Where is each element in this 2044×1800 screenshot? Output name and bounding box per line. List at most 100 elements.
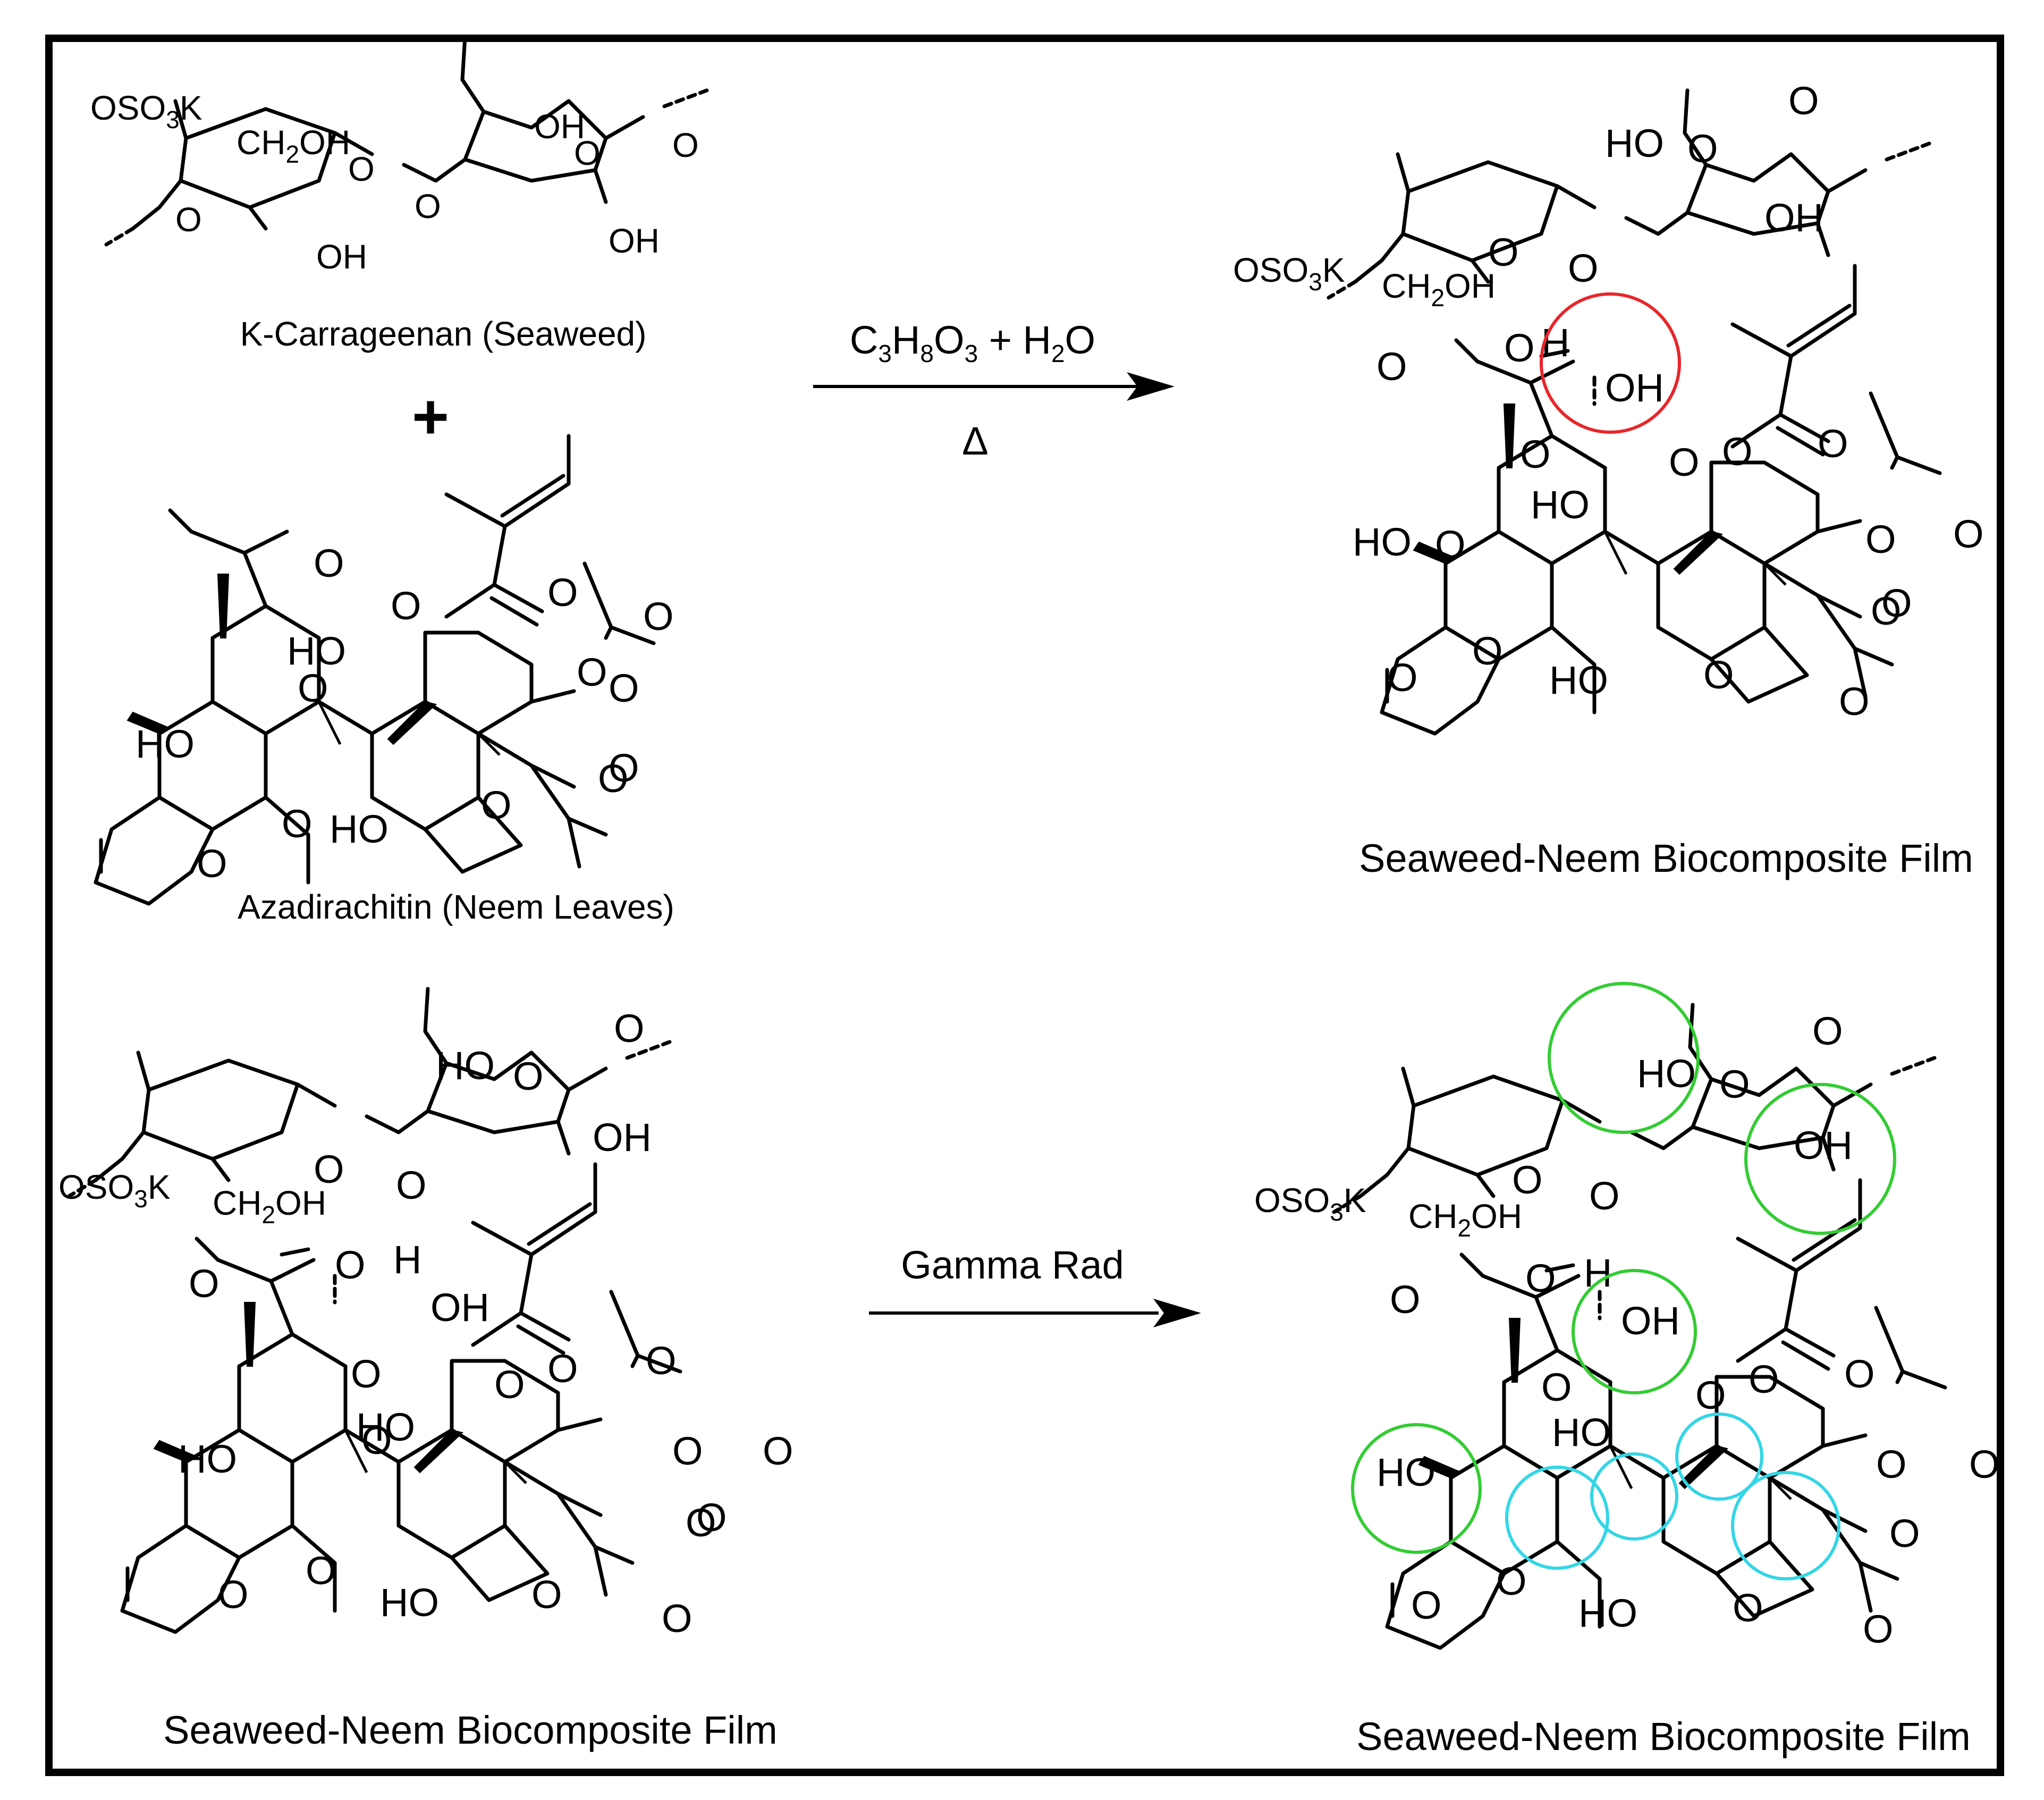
svg-text:O: O — [1722, 430, 1753, 474]
svg-text:O: O — [1687, 127, 1718, 171]
svg-text:O: O — [1435, 523, 1466, 567]
svg-text:OSO3K: OSO3K — [1233, 251, 1345, 296]
svg-text:O: O — [1390, 1277, 1421, 1322]
svg-text:O: O — [1669, 440, 1700, 484]
svg-text:OH: OH — [430, 1285, 489, 1330]
biocomposite-bottom-left-atom-labels: OSO3K CH2OH HO O O OH O O O O H OH O O O… — [58, 1006, 793, 1641]
svg-text:O: O — [1568, 246, 1599, 290]
cyan-site-circle — [1731, 1471, 1840, 1580]
svg-text:OSO3K: OSO3K — [1254, 1181, 1366, 1226]
svg-text:O: O — [391, 584, 421, 628]
svg-text:O: O — [1541, 1365, 1572, 1409]
film-caption-bottom-left: Seaweed-Neem Biocomposite Film — [163, 1708, 778, 1752]
svg-text:CH2OH: CH2OH — [1382, 267, 1496, 312]
green-site-circle — [1744, 1083, 1896, 1235]
carrageenan-caption: K-Carrageenan (Seaweed) — [240, 315, 647, 353]
svg-text:O: O — [415, 187, 441, 225]
svg-text:CH2OH: CH2OH — [1408, 1197, 1522, 1242]
svg-text:HO: HO — [1376, 1450, 1435, 1494]
film-caption-bottom-right: Seaweed-Neem Biocomposite Film — [1356, 1714, 1971, 1759]
svg-text:O: O — [686, 1501, 716, 1545]
svg-text:OH: OH — [1605, 366, 1664, 410]
figure-frame — [45, 35, 2004, 1776]
svg-text:O: O — [335, 1243, 366, 1287]
svg-text:O: O — [396, 1163, 427, 1207]
hydrogen-bond-highlight-circle — [1540, 292, 1681, 434]
svg-text:O: O — [1953, 512, 1984, 556]
azadirachtin-caption: Azadirachitin (Neem Leaves) — [238, 888, 674, 926]
svg-text:O: O — [646, 1339, 677, 1383]
radiation-site-highlights — [1351, 982, 1896, 1580]
svg-text:OH: OH — [534, 107, 585, 146]
svg-text:HO: HO — [1552, 1410, 1611, 1454]
biocomposite-structure-bottom-left — [69, 989, 680, 1632]
svg-text:O: O — [672, 1429, 703, 1473]
svg-text:O: O — [481, 783, 512, 827]
svg-text:O: O — [298, 666, 328, 710]
biocomposite-bottom-right-atom-labels: OSO3K CH2OH HO O O OH O O O O H OH O O O… — [1254, 1009, 2000, 1651]
svg-text:O: O — [1703, 653, 1734, 697]
green-site-circle — [1548, 982, 1700, 1134]
svg-text:O: O — [1719, 1062, 1750, 1106]
carrageenan-atom-labels: OSO3K CH2OH O O OH O OH O O OH — [90, 89, 699, 276]
svg-text:O: O — [1525, 1256, 1556, 1300]
svg-text:O: O — [1472, 629, 1503, 673]
svg-text:O: O — [1969, 1442, 2000, 1486]
azadirachtin-atom-labels: O O O HO O O O O HO O O HO O O O — [136, 541, 674, 886]
reagent-glycerol-water: C3H8O3 + H2O — [850, 318, 1095, 367]
svg-text:O: O — [547, 1347, 578, 1391]
svg-text:O: O — [513, 1054, 544, 1098]
reagent-gamma-radiation: Gamma Rad — [901, 1243, 1124, 1287]
svg-text:O: O — [218, 1572, 249, 1617]
svg-text:O: O — [361, 1418, 392, 1462]
svg-text:H: H — [393, 1238, 421, 1282]
svg-text:OH: OH — [1794, 1123, 1853, 1167]
svg-text:O: O — [1733, 1586, 1763, 1630]
svg-text:O: O — [598, 756, 629, 801]
svg-text:HO: HO — [356, 1405, 415, 1449]
svg-text:O: O — [1839, 679, 1870, 724]
svg-text:O: O — [643, 594, 674, 638]
svg-text:O: O — [1496, 1559, 1527, 1603]
svg-text:HO: HO — [1578, 1591, 1637, 1635]
svg-text:OH: OH — [609, 222, 660, 260]
svg-text:H: H — [1584, 1251, 1612, 1295]
svg-text:O: O — [1387, 655, 1418, 700]
svg-text:O: O — [531, 1572, 562, 1617]
svg-text:O: O — [314, 1147, 344, 1191]
svg-text:O: O — [1889, 1511, 1920, 1555]
svg-text:O: O — [696, 1495, 727, 1540]
svg-text:HO: HO — [1531, 483, 1590, 527]
svg-text:O: O — [1589, 1174, 1620, 1218]
svg-text:O: O — [1512, 1158, 1543, 1202]
svg-text:O: O — [1812, 1009, 1843, 1053]
svg-text:HO: HO — [136, 722, 195, 766]
biocomposite-structure-top-right — [1329, 90, 1940, 734]
svg-text:O: O — [1881, 581, 1912, 625]
svg-text:O: O — [547, 570, 578, 615]
svg-text:O: O — [314, 541, 344, 585]
svg-text:O: O — [1376, 344, 1407, 389]
svg-text:OH: OH — [593, 1115, 652, 1159]
svg-text:O: O — [1788, 79, 1819, 123]
cyan-site-circle — [1590, 1452, 1678, 1541]
cyan-site-circle — [1675, 1412, 1763, 1501]
svg-text:O: O — [189, 1261, 219, 1306]
film-caption-top-right: Seaweed-Neem Biocomposite Film — [1359, 836, 1973, 880]
svg-text:O: O — [574, 134, 601, 172]
svg-text:CH2OH: CH2OH — [237, 123, 350, 168]
svg-text:O: O — [348, 150, 375, 188]
plus-sign: + — [412, 381, 449, 452]
svg-text:O: O — [614, 1006, 645, 1050]
svg-text:CH2OH: CH2OH — [213, 1184, 326, 1229]
svg-text:O: O — [351, 1352, 382, 1396]
svg-text:HO: HO — [330, 807, 388, 851]
svg-text:O: O — [1871, 589, 1902, 633]
svg-text:O: O — [662, 1596, 692, 1641]
svg-text:O: O — [1865, 517, 1896, 561]
svg-text:O: O — [763, 1429, 793, 1473]
svg-text:O: O — [197, 842, 227, 886]
svg-text:O: O — [609, 746, 639, 790]
svg-text:O: O — [1520, 432, 1551, 476]
